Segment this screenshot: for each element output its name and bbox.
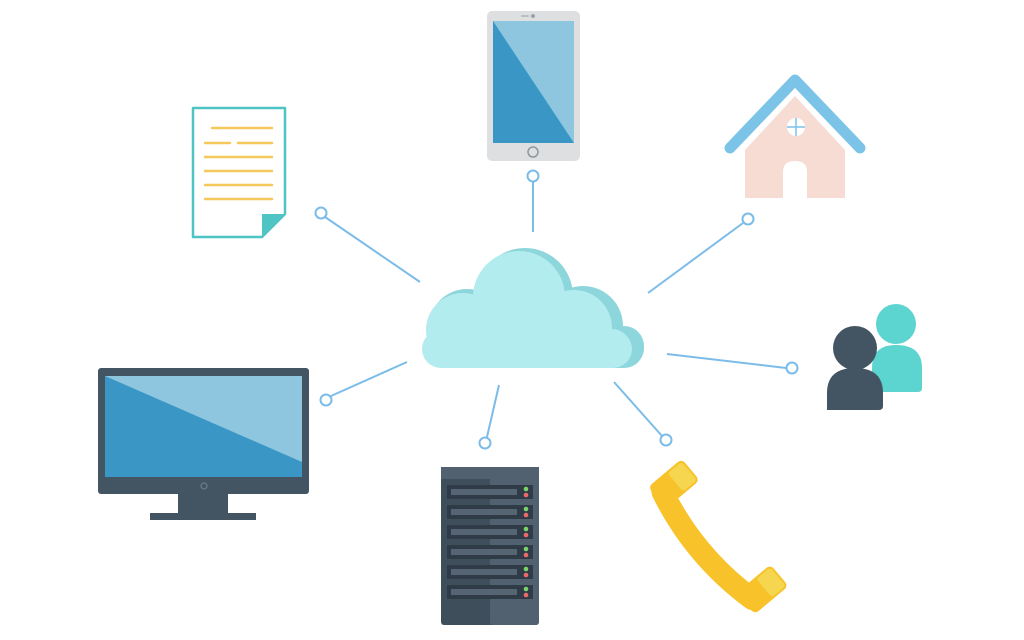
connector-document: [314, 206, 421, 283]
server-units: [447, 485, 533, 599]
connector-server: [478, 384, 500, 450]
house-icon: [724, 74, 866, 198]
connector-tablet: [526, 169, 540, 232]
phone-handset-icon: [650, 460, 787, 613]
users-icon: [827, 304, 922, 410]
connector-home: [647, 212, 755, 294]
connectors: [314, 169, 799, 450]
connector-users: [666, 353, 799, 375]
desktop-monitor-icon: [98, 368, 309, 520]
cloud-icon: [422, 248, 644, 368]
server-rack-icon: [441, 467, 539, 625]
connector-monitor: [319, 361, 408, 407]
document-icon: [191, 106, 287, 239]
tablet-icon: [487, 11, 580, 161]
connector-phone: [613, 381, 673, 447]
